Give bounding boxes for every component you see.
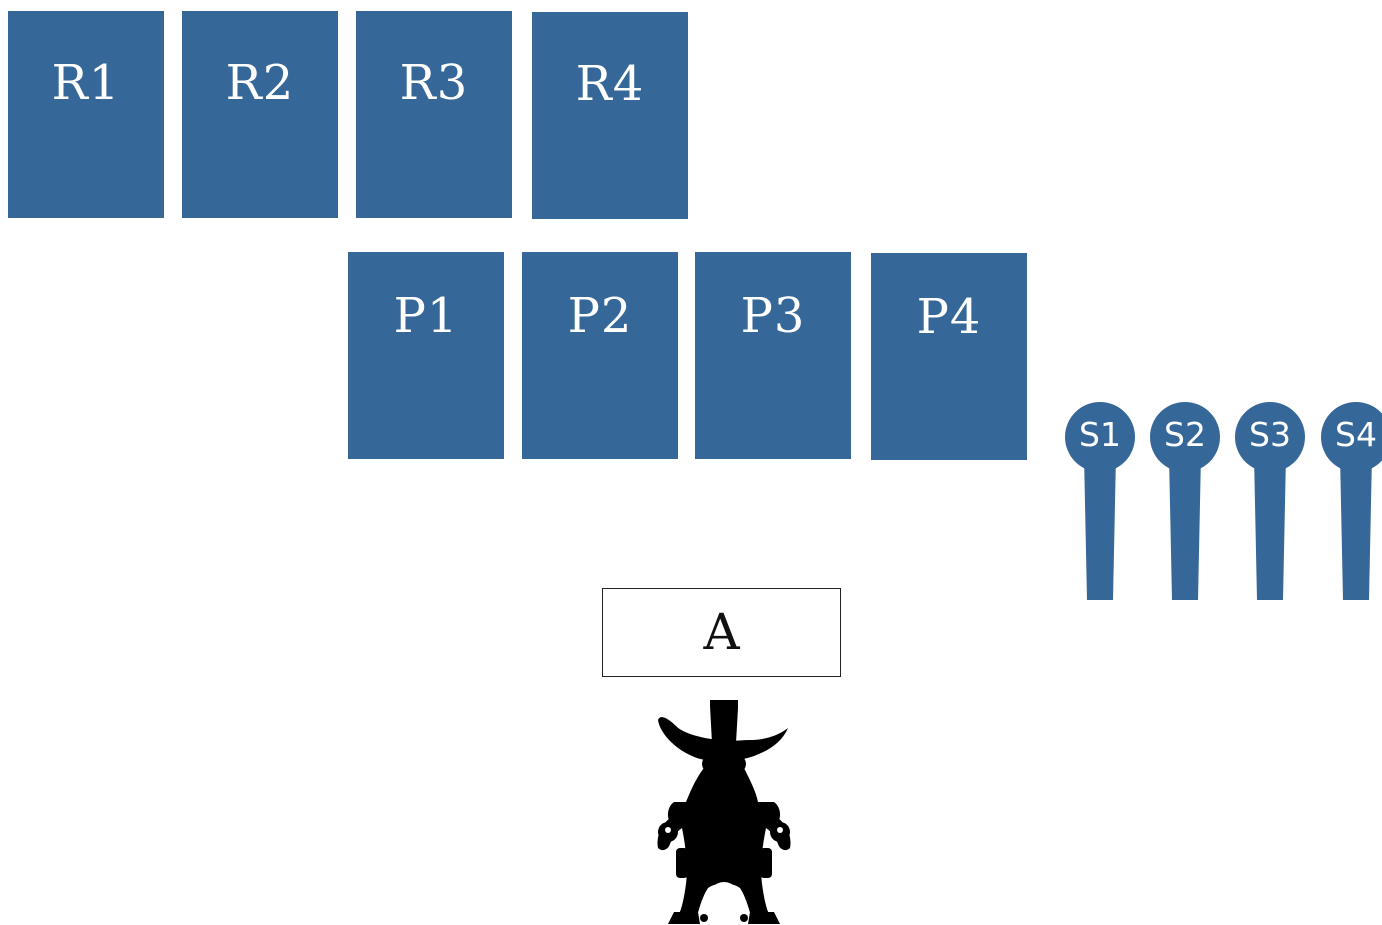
- stack-s4: S4: [1319, 400, 1382, 604]
- card-r1: R1: [8, 11, 164, 218]
- stack-s3-label: S3: [1249, 415, 1291, 454]
- agent-box: A: [602, 588, 841, 677]
- card-r2: R2: [182, 11, 338, 218]
- card-p2: P2: [522, 252, 678, 459]
- card-r2-label: R2: [225, 55, 295, 111]
- pin-icon: [1321, 402, 1382, 600]
- card-p4-label: P4: [916, 289, 982, 345]
- card-p3: P3: [695, 252, 851, 459]
- stack-s3: S3: [1233, 400, 1307, 604]
- card-p4: P4: [871, 253, 1027, 460]
- card-r1-label: R1: [51, 55, 121, 111]
- card-p1-label: P1: [393, 288, 459, 344]
- card-p2-label: P2: [567, 288, 633, 344]
- card-r4: R4: [532, 12, 688, 219]
- card-p1: P1: [348, 252, 504, 459]
- card-r4-label: R4: [575, 56, 645, 112]
- card-r3-label: R3: [399, 55, 469, 111]
- agent-box-label: A: [703, 603, 740, 661]
- stack-s1: S1: [1063, 400, 1137, 604]
- card-p3-label: P3: [740, 288, 806, 344]
- pin-icon: [1150, 402, 1220, 600]
- stack-s1-label: S1: [1079, 415, 1121, 454]
- stack-s4-label: S4: [1335, 415, 1377, 454]
- stack-s2-label: S2: [1164, 415, 1206, 454]
- stack-s2: S2: [1148, 400, 1222, 604]
- pin-icon: [1235, 402, 1305, 600]
- card-r3: R3: [356, 11, 512, 218]
- pin-icon: [1065, 402, 1135, 600]
- cowboy-silhouette-icon: [646, 698, 796, 925]
